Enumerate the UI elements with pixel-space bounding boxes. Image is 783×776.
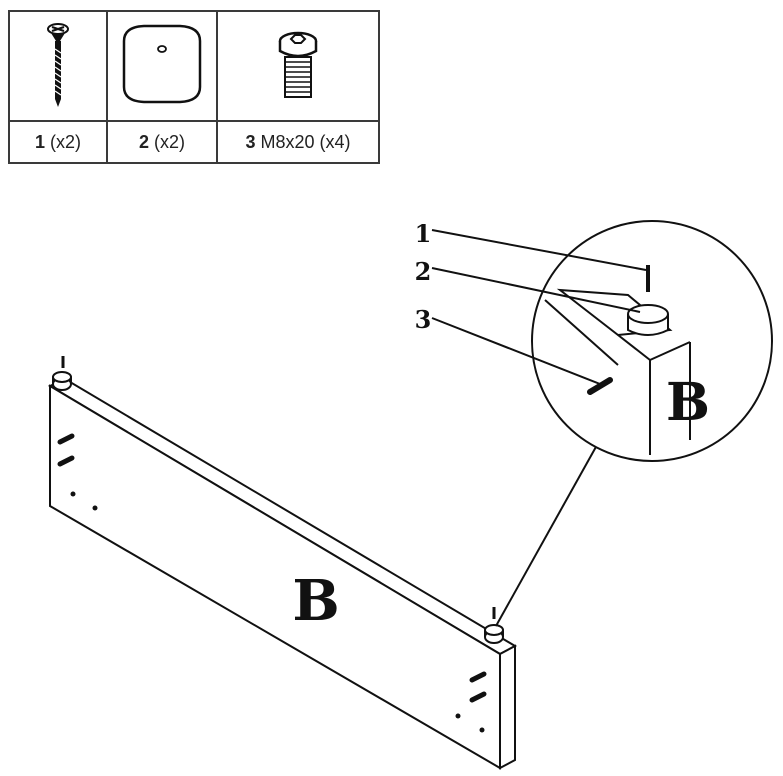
zoom-cap bbox=[627, 304, 669, 336]
part-1-label: 1 (x2) bbox=[8, 120, 108, 164]
zoom-panel-label: B bbox=[666, 372, 710, 433]
panel-dots bbox=[70, 491, 485, 733]
part-2-cell bbox=[106, 10, 218, 122]
callout-1: 1 bbox=[415, 219, 432, 248]
wood-screw-icon bbox=[47, 22, 69, 107]
part-1-cell bbox=[8, 10, 108, 122]
callout-2: 2 bbox=[415, 257, 432, 286]
part-2-label: 2 (x2) bbox=[106, 120, 218, 164]
part-quantity: M8x20 (x4) bbox=[260, 131, 351, 152]
part-number: 1 bbox=[34, 131, 45, 152]
callout-lines bbox=[431, 229, 647, 385]
cap-left bbox=[52, 356, 72, 391]
zoom-detail: B bbox=[531, 220, 773, 462]
part-3-label: 3 M8x20 (x4) bbox=[216, 120, 380, 164]
part-number: 2 bbox=[138, 131, 149, 152]
parts-table: 1 (x2) 2 (x2) 3 M8x20 (x4) bbox=[8, 10, 380, 164]
hex-bolt-icon bbox=[278, 31, 318, 98]
panel-b bbox=[47, 377, 518, 770]
panel-holes bbox=[57, 433, 487, 703]
cap-right bbox=[484, 607, 504, 644]
zoom-bolt bbox=[587, 377, 613, 395]
cap-cover-icon bbox=[122, 24, 202, 103]
part-quantity: (x2) bbox=[154, 131, 186, 152]
callout-3: 3 bbox=[415, 305, 432, 334]
panel-label: B bbox=[292, 568, 339, 634]
part-3-cell bbox=[216, 10, 380, 122]
part-quantity: (x2) bbox=[50, 131, 82, 152]
part-number: 3 bbox=[245, 131, 256, 152]
